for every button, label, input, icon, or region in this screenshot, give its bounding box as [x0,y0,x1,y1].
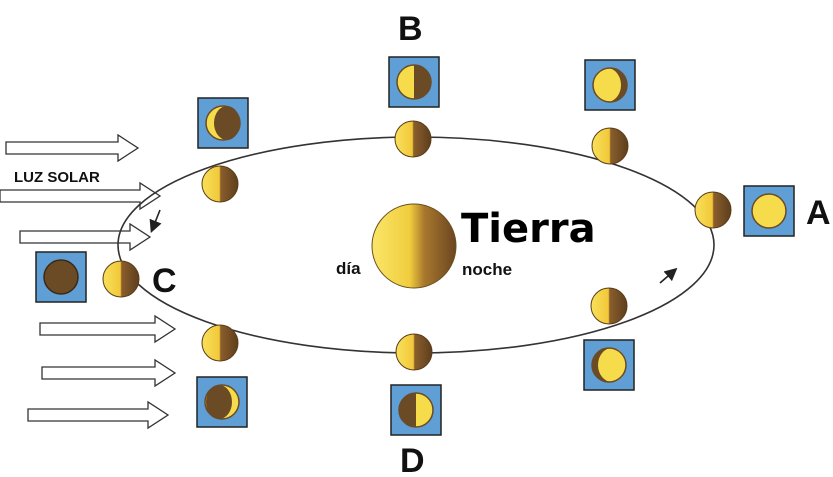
moon-orbit-lower-right [590,287,628,325]
label-d: D [400,442,425,477]
day-label: día [336,259,361,278]
sunlight-arrow [0,181,162,211]
phase-box-upper-right [584,59,636,111]
moon-orbit-d [395,333,433,371]
moon-orbit-a [694,191,732,229]
phase-box-c [35,251,87,303]
moon-orbit-c [102,260,140,298]
phase-box-a [743,185,795,237]
label-a: A [806,194,831,232]
phase-box-lower-right [583,339,635,391]
moon-orbit-upper-left [201,165,239,203]
earth-label: Tierra [461,206,596,252]
phase-box-upper-left [197,97,249,149]
sunlight-arrows [0,133,177,430]
night-label: noche [462,260,512,279]
phase-box-lower-left [196,376,248,428]
sunlight-arrow [41,358,177,388]
phase-boxes [35,56,795,436]
label-b: B [398,10,423,48]
label-c: C [152,262,177,300]
phase-box-b [388,56,440,108]
orbit-moons [102,120,732,371]
phase-box-d [390,384,442,436]
moon-orbit-lower-left [201,324,239,362]
sunlight-arrow [27,400,170,430]
sunlight-label: LUZ SOLAR [14,169,100,186]
sunlight-arrow [19,222,152,252]
orbit-arrow [659,267,678,284]
orbit-arrow [149,209,162,233]
moon-orbit-b [394,120,432,158]
earth [371,203,457,289]
sunlight-arrow [39,314,177,344]
moon-orbit-upper-right [591,127,629,165]
sunlight-arrow [5,133,140,163]
